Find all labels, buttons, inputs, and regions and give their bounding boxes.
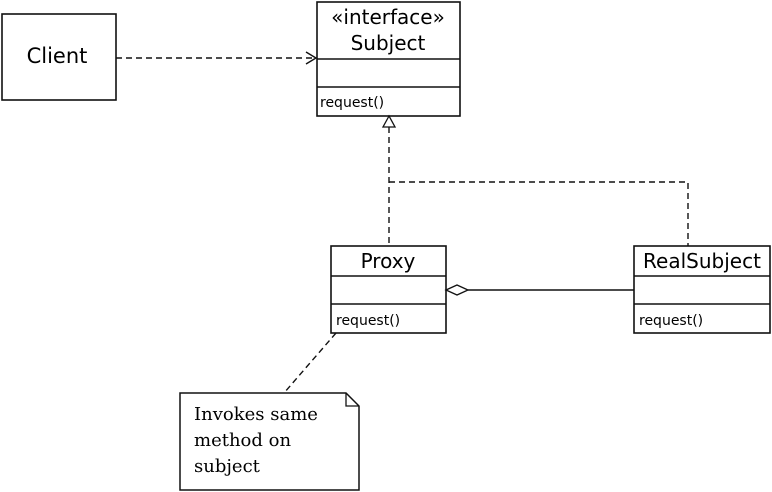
- note-box: [179, 392, 360, 491]
- client-box: [1, 13, 117, 101]
- aggregation-diamond-icon: [444, 284, 470, 296]
- note: Invokes same method on subject: [179, 392, 360, 491]
- realsubject-method: request(): [639, 313, 703, 329]
- proxy-class: Proxy request(): [330, 245, 447, 334]
- note-line-3: subject: [194, 456, 261, 477]
- subject-interface: «interface» Subject request(): [316, 1, 461, 117]
- proxy-name: Proxy: [361, 249, 416, 273]
- realsubject-box: [633, 245, 771, 334]
- note-line-1: Invokes same: [194, 404, 318, 425]
- subject-method: request(): [320, 95, 384, 111]
- realsubject-class: RealSubject request(): [633, 245, 771, 334]
- realsubject-realization-line: [389, 181, 689, 246]
- client-class: Client: [1, 13, 117, 101]
- client-subject-dependency: [116, 51, 318, 65]
- subject-name: Subject: [351, 31, 426, 55]
- realization-triangle-icon: [381, 114, 397, 128]
- note-connector: [283, 332, 337, 394]
- realsubject-name: RealSubject: [643, 249, 761, 273]
- subject-stereotype: «interface»: [331, 5, 445, 29]
- note-line-2: method on: [194, 430, 291, 451]
- proxy-method: request(): [336, 313, 400, 329]
- note-fold-icon: [345, 393, 359, 407]
- proxy-box: [330, 245, 447, 334]
- aggregation-connector: [444, 284, 634, 296]
- dependency-arrowhead-icon: [305, 51, 318, 65]
- realization-connector: [381, 114, 689, 246]
- client-label: Client: [27, 44, 88, 68]
